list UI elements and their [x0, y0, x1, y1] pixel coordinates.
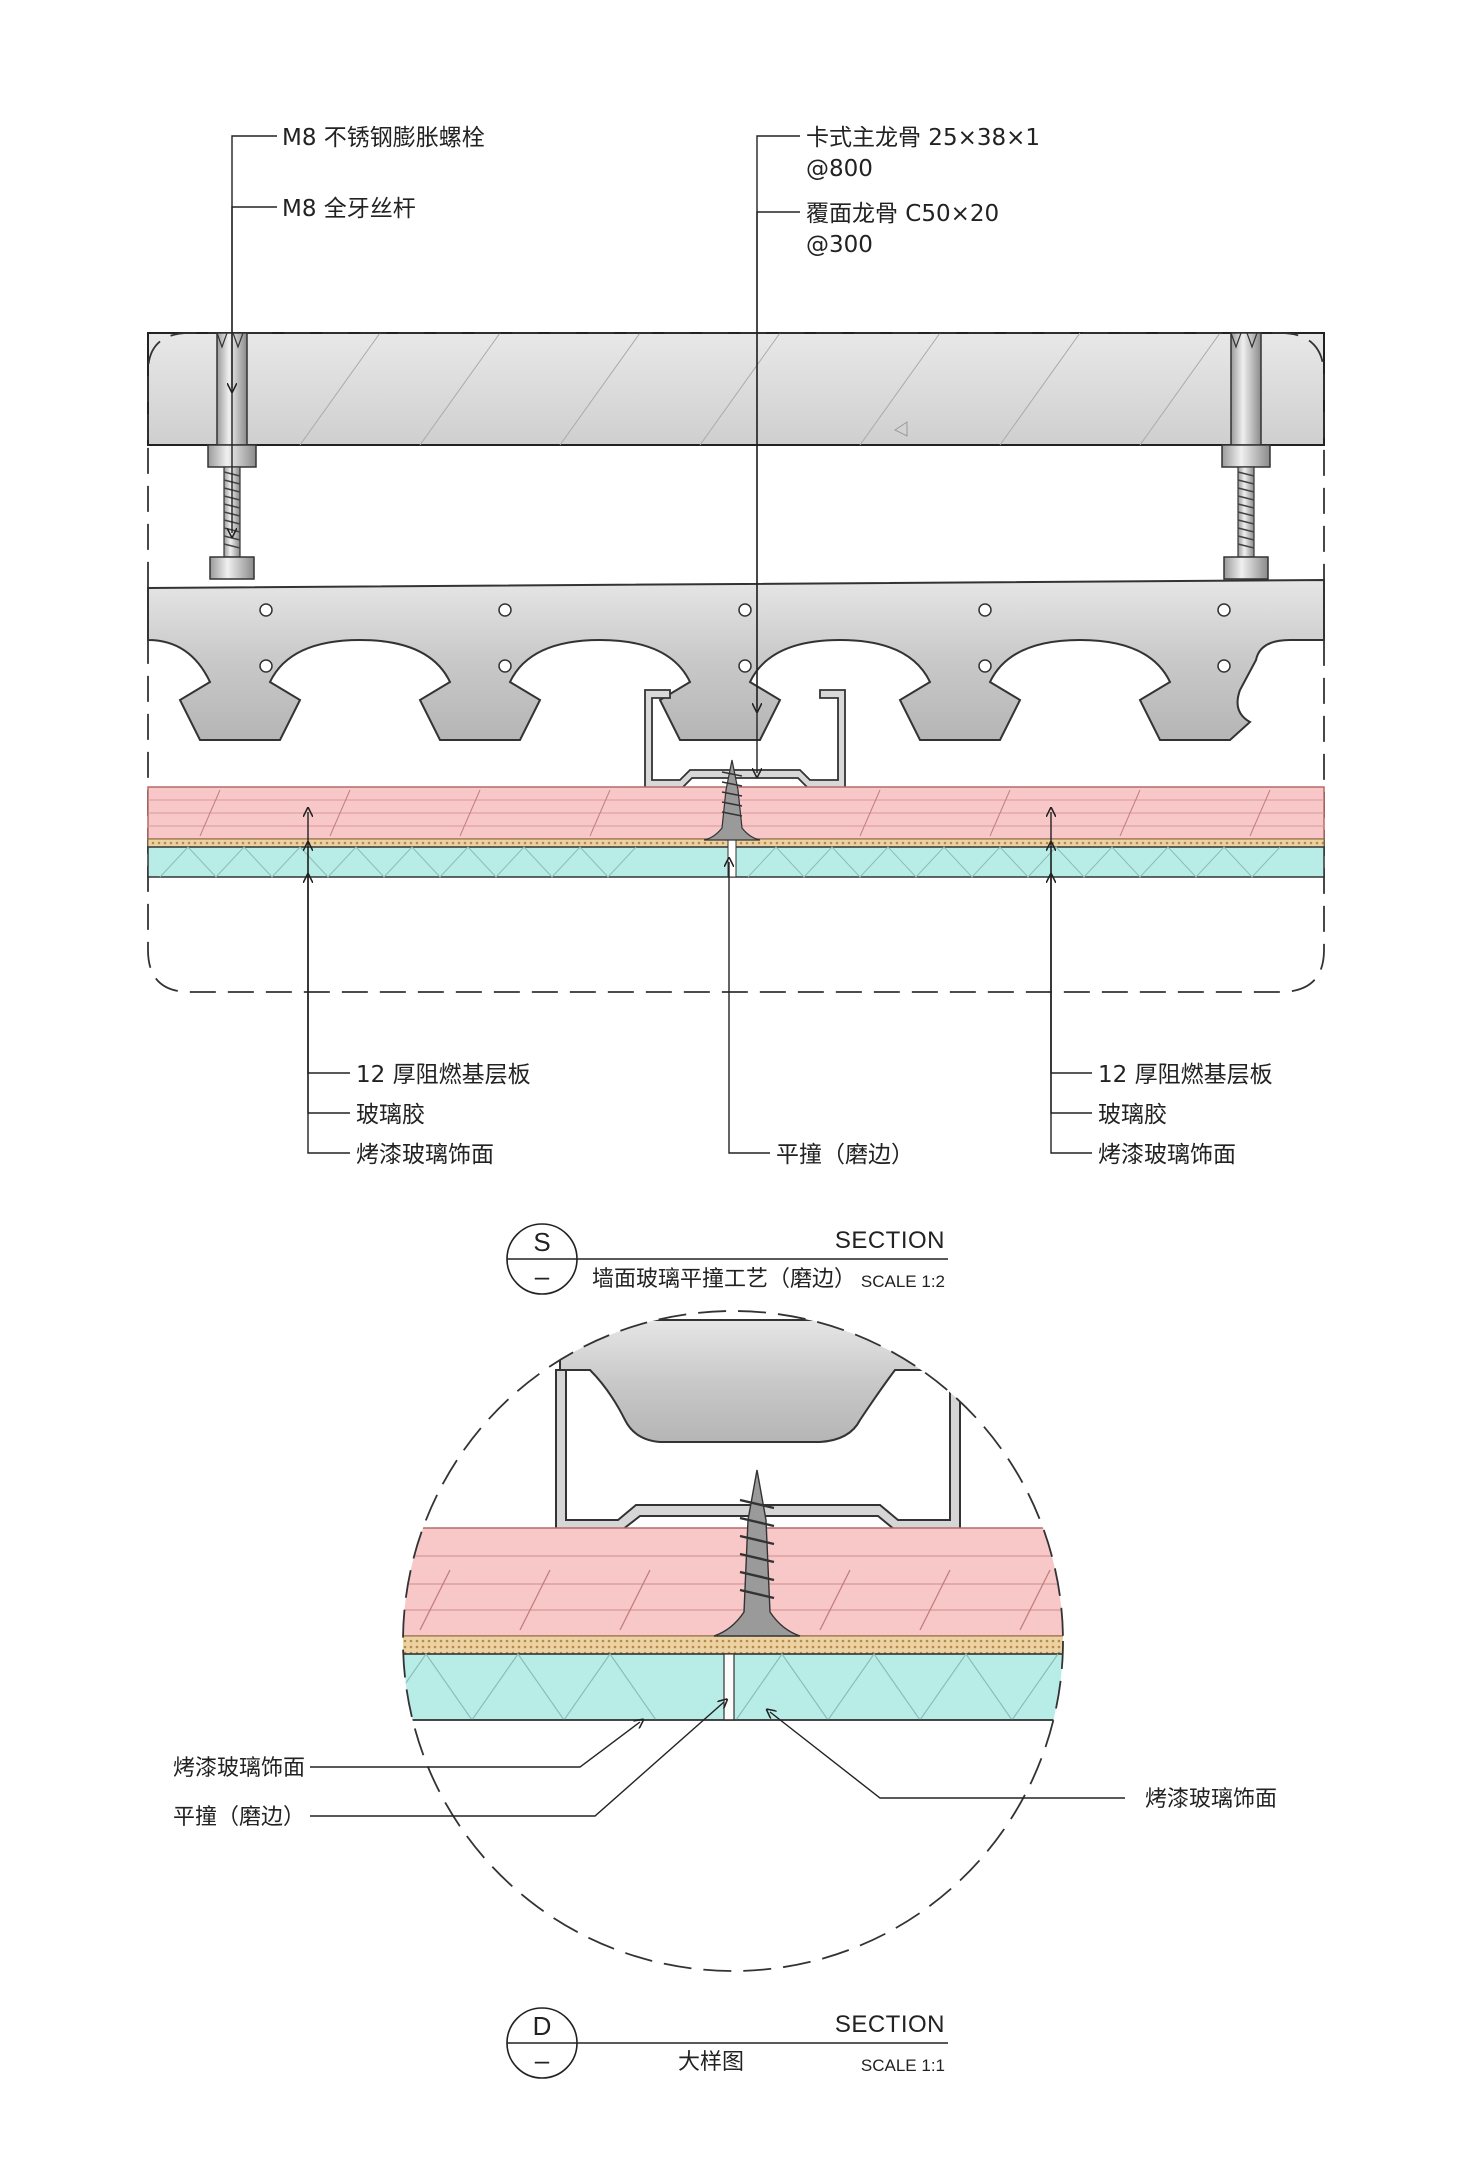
detail-screw: [713, 1469, 801, 1637]
detail-leaders: [310, 1702, 1125, 1817]
board-hatch: [199, 789, 1271, 837]
label-glue-right: 玻璃胶: [1098, 1102, 1167, 1128]
label-threaded-rod: M8 全牙丝杆: [282, 196, 416, 222]
detail-section-label: SECTION: [835, 2011, 945, 2038]
section-symbol-letter: S: [533, 1227, 550, 1257]
label-main-keel-spacing: @800: [806, 156, 873, 182]
label-detail-glass-left: 烤漆玻璃饰面: [173, 1756, 305, 1781]
label-glass-left: 烤漆玻璃饰面: [356, 1142, 494, 1168]
keel-holes: [259, 603, 1231, 673]
label-cover-keel: 覆面龙骨 C50×20: [806, 201, 999, 227]
label-board-right: 12 厚阻燃基层板: [1098, 1062, 1273, 1088]
detail-symbol-letter: D: [533, 2011, 552, 2041]
screw: [703, 759, 761, 841]
section-name: 墙面玻璃平撞工艺（磨边）: [592, 1267, 856, 1292]
detail-symbol-sub: –: [535, 2045, 550, 2075]
detail-circle: [402, 1310, 1064, 1972]
glass-hatch: [159, 846, 1281, 878]
section-1-drawing: M8 不锈钢膨胀螺栓 M8 全牙丝杆 卡式主龙骨 25×38×1 @800 覆面…: [147, 125, 1325, 1295]
section-scale: SCALE 1:2: [861, 1272, 945, 1291]
label-board-left: 12 厚阻燃基层板: [356, 1062, 531, 1088]
c-cover-keel: [644, 689, 846, 789]
section-2-detail: 烤漆玻璃饰面 平撞（磨边） 烤漆玻璃饰面 D – SECTION 大样图 SCA…: [173, 1310, 1277, 2079]
detail-glue: [403, 1635, 1063, 1655]
label-butt-joint: 平撞（磨边）: [776, 1142, 914, 1168]
label-cover-keel-spacing: @300: [806, 232, 873, 258]
detail-board: [403, 1527, 1063, 1637]
detail-name: 大样图: [678, 2050, 744, 2075]
title-block-section: S – SECTION 墙面玻璃平撞工艺（磨边） SCALE 1:2: [506, 1223, 948, 1295]
detail-joint: [723, 1653, 735, 1721]
label-detail-butt-joint: 平撞（磨边）: [173, 1805, 305, 1830]
section-symbol-sub: –: [535, 1261, 550, 1291]
detail-boundary: [147, 332, 1325, 993]
top-leaders: [232, 135, 800, 773]
label-glue-left: 玻璃胶: [356, 1102, 425, 1128]
label-detail-glass-right: 烤漆玻璃饰面: [1145, 1787, 1277, 1812]
card-main-keel: [147, 578, 1325, 741]
detail-scale: SCALE 1:1: [861, 2056, 945, 2075]
title-block-detail: D – SECTION 大样图 SCALE 1:1: [506, 2007, 948, 2079]
section-label: SECTION: [835, 1227, 945, 1254]
label-main-keel: 卡式主龙骨 25×38×1: [806, 125, 1040, 151]
label-glass-right: 烤漆玻璃饰面: [1098, 1142, 1236, 1168]
bottom-leaders: [308, 812, 1092, 1154]
concrete-hatch: [299, 332, 1221, 446]
concrete-slab: [147, 332, 1325, 446]
label-expansion-bolt: M8 不锈钢膨胀螺栓: [282, 125, 485, 151]
detail-main-keel: [559, 1319, 1001, 1443]
expansion-bolt-right: [1221, 332, 1271, 580]
